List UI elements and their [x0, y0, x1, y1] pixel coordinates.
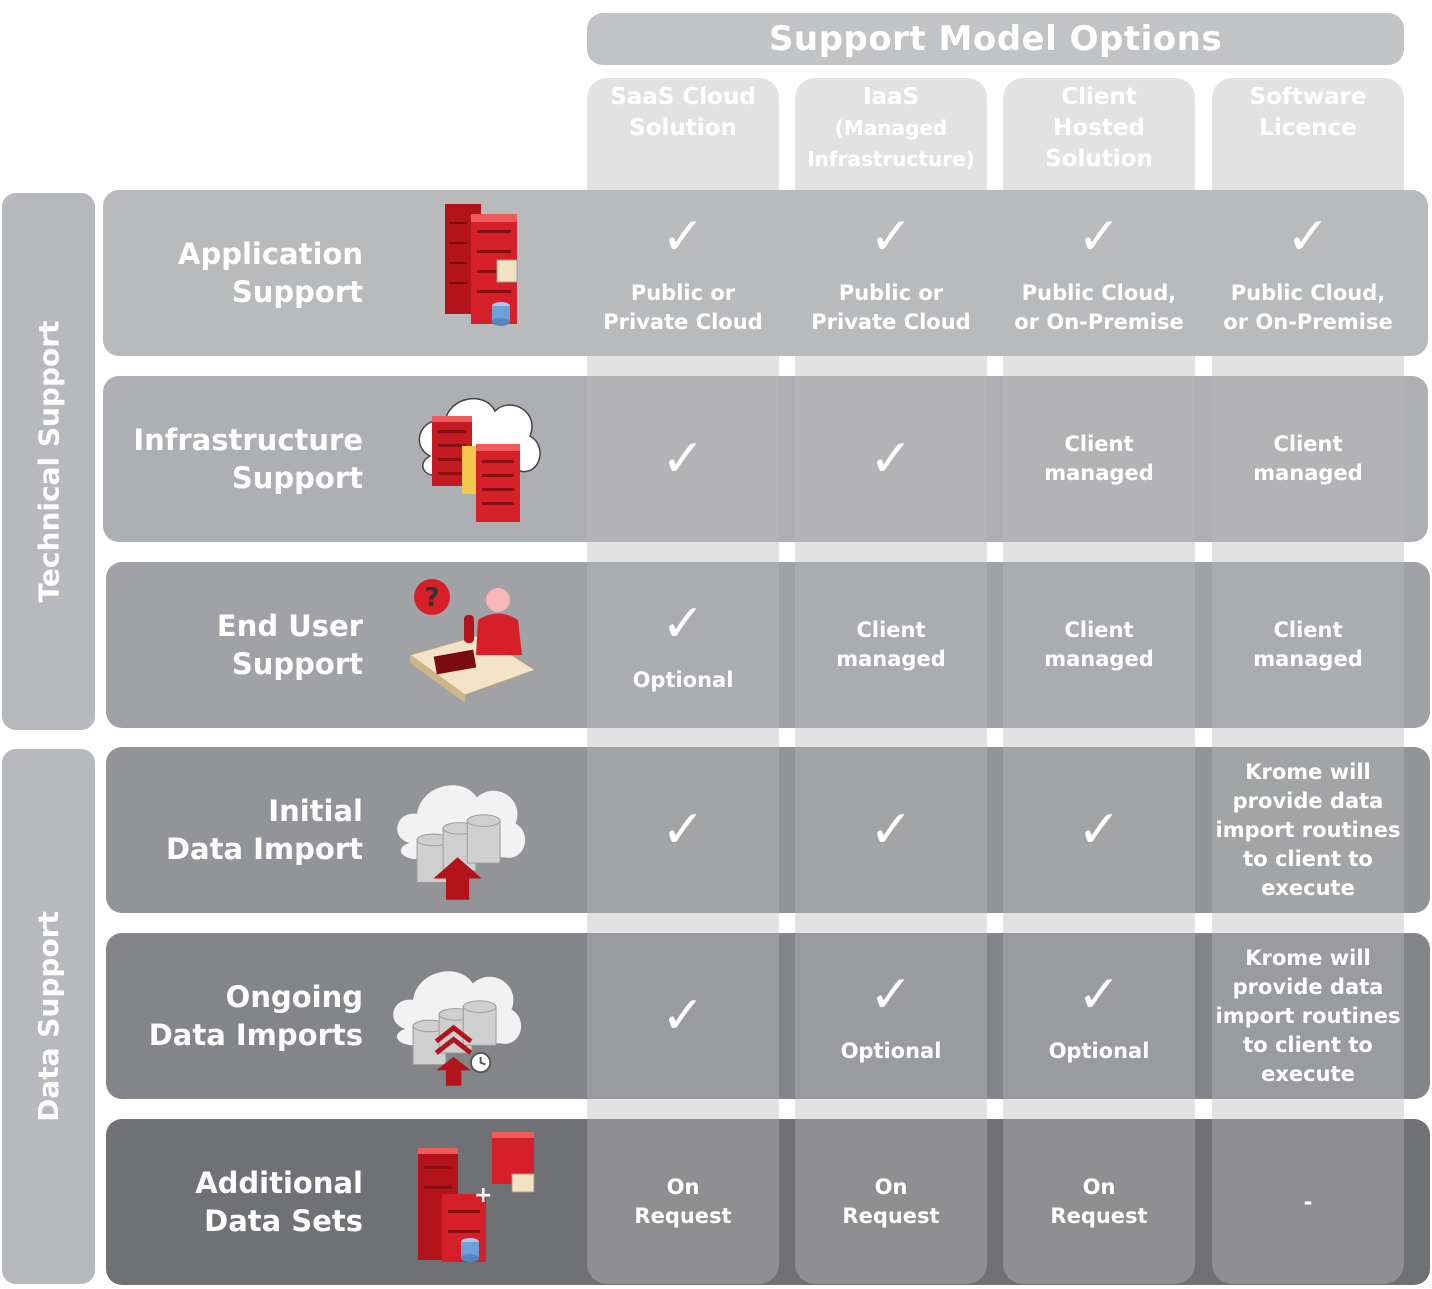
checkmark-icon: ✓	[869, 207, 913, 267]
checkmark-icon: ✓	[1077, 207, 1121, 267]
table-cell: ✓	[1003, 747, 1195, 913]
server-database-icon	[445, 204, 518, 326]
checkmark-icon: ✓	[661, 800, 705, 860]
cloud-servers-icon	[418, 397, 541, 522]
row-ongoing-data-imports	[106, 933, 1430, 1099]
cell-text: Optional	[840, 1038, 942, 1063]
column-band-software-licence	[1212, 78, 1404, 1284]
row-initial-data-import	[106, 747, 1430, 913]
table-cell: ✓	[587, 376, 779, 542]
svg-text:?: ?	[424, 583, 439, 613]
header-bar	[587, 13, 1404, 65]
checkmark-icon: ✓	[661, 986, 705, 1046]
table-cell: ✓ Optional	[1003, 933, 1195, 1099]
checkmark-icon: ✓	[1077, 964, 1121, 1025]
table-cell: ✓ Public Cloud,or On-Premise	[1003, 190, 1195, 356]
checkmark-icon: ✓	[661, 429, 705, 489]
table-cell: ✓ Public Cloud,or On-Premise	[1212, 190, 1404, 356]
table-cell: ✓ Optional	[795, 933, 987, 1099]
cell-text: Optional	[1048, 1038, 1150, 1063]
cell-text: Public Cloud,or On-Premise	[1014, 281, 1184, 334]
cell-text: -	[1303, 1189, 1313, 1214]
cell-text: Optional	[632, 667, 734, 692]
table-cell: ✓	[795, 747, 987, 913]
checkmark-icon: ✓	[869, 429, 913, 489]
svg-text:+: +	[474, 1183, 492, 1208]
cloud-upload-database-icon	[397, 785, 526, 900]
checkmark-icon: ✓	[869, 800, 913, 860]
row-infrastructure-support	[103, 376, 1428, 542]
checkmark-icon: ✓	[661, 207, 705, 267]
column-band-iaas	[795, 78, 987, 1284]
row-additional-data-sets	[106, 1119, 1430, 1285]
cell-text: Public Cloud,or On-Premise	[1223, 281, 1393, 334]
group-label-technical-support: Technical Support	[2, 193, 95, 730]
table-cell: ✓	[587, 933, 779, 1099]
group-label-text: Data Support	[32, 911, 65, 1122]
group-label-data-support: Data Support	[2, 749, 95, 1284]
checkmark-icon: ✓	[661, 593, 705, 654]
checkmark-icon: ✓	[1286, 207, 1330, 267]
column-band-client-hosted	[1003, 78, 1195, 1284]
table-cell: ✓	[587, 747, 779, 913]
add-server-icon: +	[418, 1132, 535, 1262]
checkmark-icon: ✓	[1077, 800, 1121, 860]
checkmark-icon: ✓	[869, 964, 913, 1025]
helpdesk-user-icon: ?	[408, 579, 537, 703]
column-band-saas	[587, 78, 779, 1284]
group-label-text: Technical Support	[32, 320, 66, 603]
table-cell: ✓ Optional	[587, 562, 779, 728]
table-cell: ✓	[795, 376, 987, 542]
row-end-user-support	[106, 562, 1430, 728]
row-application-support	[103, 190, 1428, 356]
cloud-recurring-upload-icon	[393, 971, 522, 1086]
table-cell: -	[1212, 1119, 1404, 1285]
page-title: Support Model Options	[768, 19, 1223, 59]
